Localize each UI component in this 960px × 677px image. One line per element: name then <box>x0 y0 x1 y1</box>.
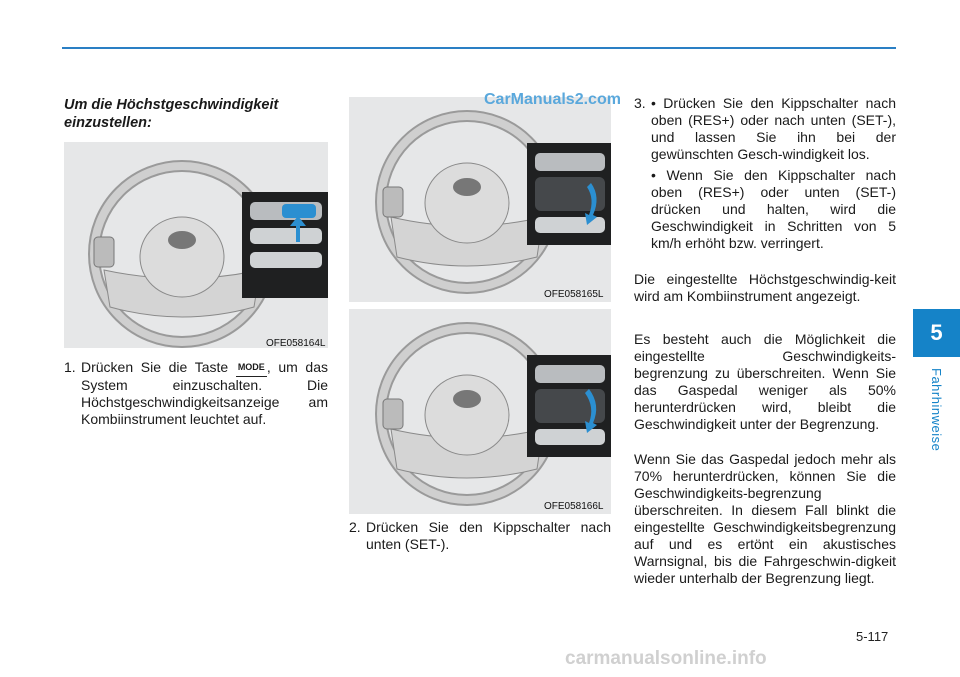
steering-wheel-illustration <box>88 160 328 348</box>
page-number: 5-117 <box>856 629 889 644</box>
hyundai-logo-icon <box>453 178 481 196</box>
steering-wheel-illustration <box>375 110 611 294</box>
chapter-label: Fahrhinweise <box>929 368 944 452</box>
paragraph: Wenn Sie das Gaspedal jedoch mehr als 70… <box>634 451 896 586</box>
paragraph: Die eingestellte Höchstgeschwindig-keit … <box>634 271 896 304</box>
step-text: Drücken Sie die Taste <box>81 359 229 375</box>
step-number: 1. <box>64 359 76 375</box>
step-text: Drücken Sie den Kippschalter nach unten … <box>366 519 611 552</box>
watermark: CarManuals2.com <box>484 91 621 108</box>
figure-steering-wheel-set: OFE058166L <box>349 309 611 514</box>
section-title: Um die Höchstgeschwindigkeit einzustelle… <box>64 97 279 131</box>
figure-code: OFE058165L <box>544 289 604 300</box>
figure-steering-wheel-mode: OFE058164L <box>64 142 328 348</box>
step-1: 1. Drücken Sie die Taste MODE, um das Sy… <box>64 359 328 428</box>
hyundai-logo-icon <box>453 390 481 408</box>
steering-wheel-illustration <box>375 322 611 506</box>
step-number: 3. <box>634 95 646 111</box>
step-text: , um das System einzuschalten. Die Höchs… <box>81 359 328 427</box>
figure-code: OFE058164L <box>266 338 326 348</box>
hyundai-logo-icon <box>168 231 196 249</box>
step-bullet: • Wenn Sie den Kippschalter nach oben (R… <box>651 167 896 251</box>
mode-button-icon: MODE <box>235 359 267 377</box>
watermark: carmanualsonline.info <box>565 648 767 669</box>
figure-code: OFE058166L <box>544 501 604 512</box>
step-3: 3. • Drücken Sie den Kippschalter nach o… <box>634 95 896 252</box>
step-2: 2. Drücken Sie den Kippschalter nach unt… <box>349 519 611 553</box>
paragraph: Es besteht auch die Möglichkeit die eing… <box>634 331 896 432</box>
figure-steering-wheel-res: OFE058165L <box>349 97 611 302</box>
chapter-number-tab: 5 <box>913 309 960 357</box>
step-bullet: • Drücken Sie den Kippschalter nach oben… <box>651 95 896 162</box>
step-number: 2. <box>349 519 361 535</box>
top-rule <box>62 47 896 49</box>
